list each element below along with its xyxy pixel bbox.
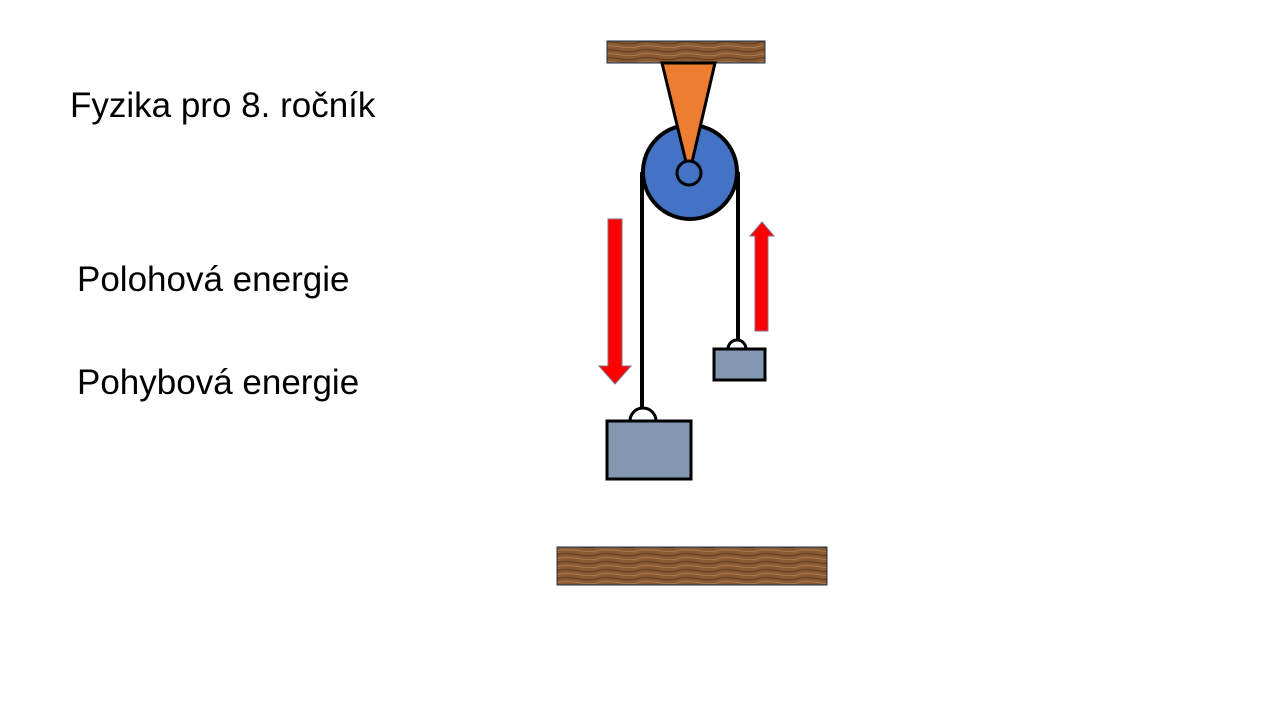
weight-small bbox=[712, 347, 767, 382]
arrow-up bbox=[748, 221, 776, 332]
floor-beam bbox=[556, 546, 828, 586]
pulley-axle bbox=[675, 159, 703, 187]
slide-title: Fyzika pro 8. ročník bbox=[70, 86, 376, 125]
arrow-down bbox=[597, 218, 633, 385]
hook-small bbox=[726, 338, 748, 350]
hook-large bbox=[628, 406, 658, 422]
ceiling-beam bbox=[606, 40, 766, 64]
text-potential-energy: Polohová energie bbox=[77, 260, 350, 299]
text-kinetic-energy: Pohybová energie bbox=[77, 363, 360, 402]
weight-large bbox=[605, 419, 693, 481]
